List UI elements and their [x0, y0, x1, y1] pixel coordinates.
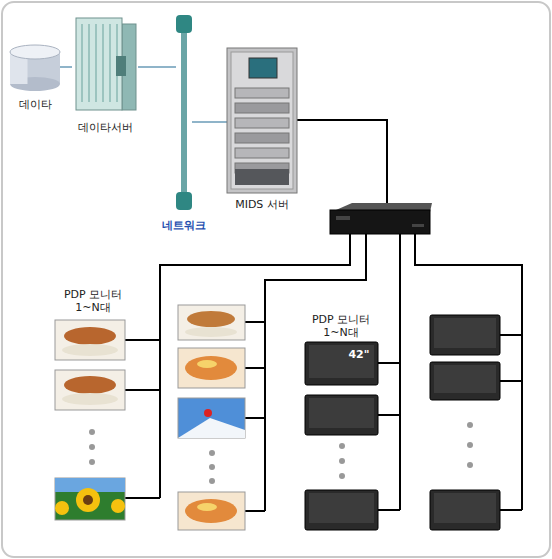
video-wire	[297, 120, 387, 207]
data-server: 데이타서버	[72, 16, 138, 112]
network-link	[192, 121, 227, 123]
node-label: 네트워크	[162, 218, 206, 233]
network-link	[60, 66, 72, 68]
network-link	[138, 66, 176, 68]
database-cylinder-outline	[10, 45, 60, 91]
mids-server-rack-outline	[227, 48, 297, 193]
node-label: 데이타서버	[78, 120, 133, 135]
signal-distributor	[330, 203, 432, 234]
network-bus-outline	[176, 15, 192, 210]
ellipsis-dots	[89, 422, 473, 484]
node-label: 데이타	[19, 97, 52, 112]
photo-displays	[55, 305, 245, 530]
network-bus: 네트워크	[176, 15, 192, 210]
pdp-monitors	[305, 315, 500, 530]
monitor-wires	[125, 234, 522, 511]
node-label: MIDS 서버	[235, 197, 289, 212]
monitor-group-label: PDP 모니터 1~N대	[57, 288, 129, 314]
database-cylinder: 데이타	[10, 45, 60, 91]
data-server-outline	[72, 16, 138, 112]
monitor-group-label: PDP 모니터 1~N대	[305, 313, 377, 339]
mids-server-rack: MIDS 서버	[227, 48, 297, 193]
screen-size-label: 42"	[344, 348, 374, 361]
